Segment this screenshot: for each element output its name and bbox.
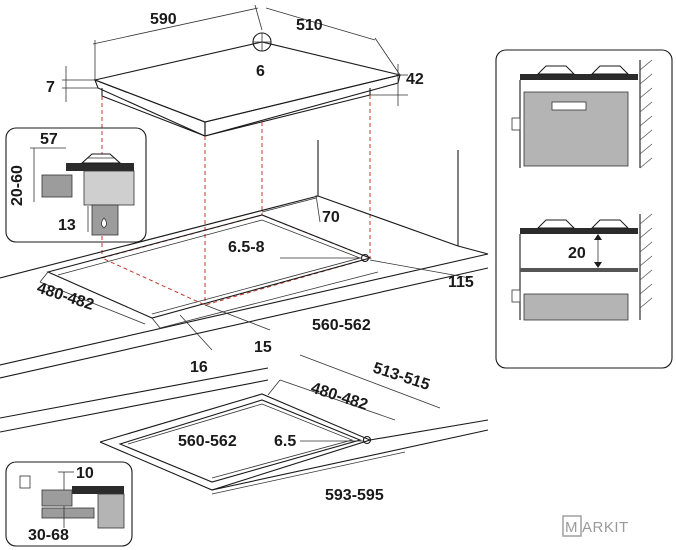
label-flush-gap: 6.5: [274, 433, 296, 450]
label-hob-height: 42: [406, 71, 424, 88]
dim-frame-thickness: 7: [46, 66, 98, 102]
hob-drawing: [93, 32, 401, 137]
label-bracket-gap: 6.5-8: [228, 239, 265, 256]
label-cutout-width: 560-562: [312, 317, 371, 334]
worktop-cutout: 6.5-8 70 115 480-482 560-562 16 15: [0, 140, 489, 379]
detail-box-flush: 10 30-68: [5, 461, 133, 547]
brand-logo: M ARKIT: [562, 515, 629, 537]
label-wall-distance: 115: [448, 274, 474, 291]
label-flush-detail-top: 10: [76, 465, 94, 482]
dim-hob-width: 590: [92, 4, 263, 80]
label-hob-width: 590: [150, 11, 177, 28]
dim-hob-depth: 510: [265, 7, 401, 76]
label-detail-top: 57: [40, 131, 58, 148]
logo-letter: M: [565, 519, 578, 536]
logo-text: ARKIT: [582, 519, 629, 536]
label-front-margin: 16: [190, 359, 208, 376]
label-side-margin: 15: [254, 339, 272, 356]
cabinet-clearance-panel: 20: [495, 49, 673, 369]
label-cutout-depth: 480-482: [35, 280, 96, 314]
detail-box-mount: 57 20-60 13: [5, 127, 147, 243]
label-flush-frame-depth: 513-515: [371, 360, 432, 394]
label-gas-connection: 6: [256, 63, 265, 80]
label-frame-thickness: 7: [46, 79, 55, 96]
label-flush-cutout-width: 560-562: [178, 433, 237, 450]
label-cutout-setback: 70: [322, 209, 340, 226]
label-oven-clearance: 20: [568, 245, 586, 262]
label-flush-frame-width: 593-595: [325, 487, 384, 504]
dim-hob-height: 42: [370, 64, 424, 106]
label-hob-depth: 510: [296, 17, 323, 34]
label-flush-cutout-depth: 480-482: [309, 380, 370, 414]
label-detail-bottom: 13: [58, 217, 76, 234]
label-detail-side: 20-60: [9, 165, 26, 206]
flush-install-drawing: 6.5 480-482 513-515 560-562 593-595: [0, 354, 489, 504]
label-flush-detail-bottom: 30-68: [28, 527, 69, 544]
